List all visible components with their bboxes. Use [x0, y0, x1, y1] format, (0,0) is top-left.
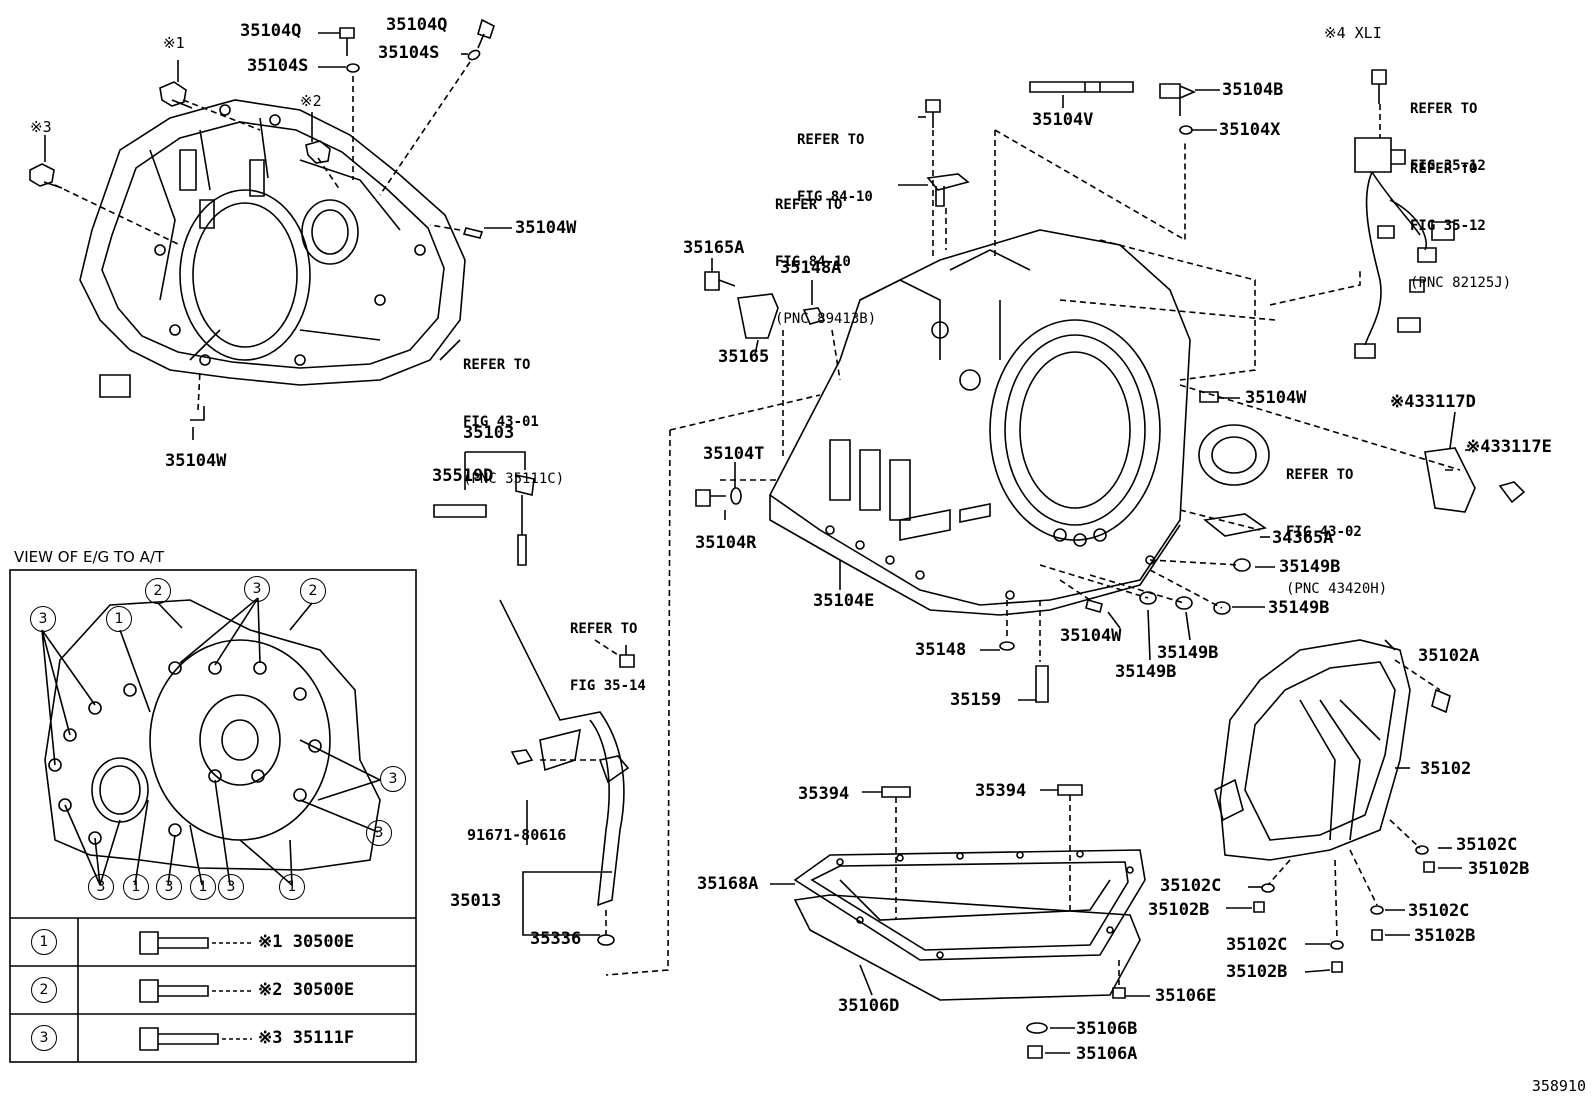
callout-3: 3	[366, 820, 392, 846]
part-label-35102b: 35102B	[1148, 900, 1210, 920]
callout-3: 3	[218, 874, 244, 900]
cover-drawing	[1214, 639, 1451, 973]
note-mark-2: ※2	[300, 92, 322, 110]
part-label-35104t: 35104T	[703, 444, 765, 464]
part-label-35102c: 35102C	[1226, 935, 1288, 955]
part-label-35104w: 35104W	[1060, 626, 1122, 646]
callout-3: 3	[380, 766, 406, 792]
reference-note-fig-84-10-pnc: REFER TO FIG 84-10 (PNC 89413B)	[775, 197, 877, 327]
part-label-35519d: 35519D	[432, 466, 494, 486]
part-label-35148: 35148	[915, 640, 967, 660]
harness-drawing	[1354, 69, 1526, 513]
oil-pan-drawing	[793, 784, 1146, 1059]
part-label-35106b: 35106B	[1076, 1019, 1138, 1039]
bolt-table-part: ※1 30500E	[258, 932, 355, 952]
part-label-35104s: 35104S	[378, 43, 440, 63]
transaxle-housing-drawing	[29, 18, 495, 421]
bolt-table-part: ※3 35111F	[258, 1028, 355, 1048]
part-label-35106e: 35106E	[1155, 986, 1217, 1006]
part-label-35013: 35013	[450, 891, 502, 911]
figure-id: 358910	[1531, 1077, 1586, 1095]
callout-3: 3	[88, 874, 114, 900]
part-label-35165a: 35165A	[683, 238, 745, 258]
part-label-35149b: 35149B	[1157, 643, 1219, 663]
note-mark-3: ※3	[30, 118, 52, 136]
part-label-35165: 35165	[718, 347, 770, 367]
part-label-35168a: 35168A	[697, 874, 759, 894]
part-label-34365a: 34365A	[1272, 528, 1334, 548]
part-label-35102c: 35102C	[1408, 901, 1470, 921]
part-label-35104r: 35104R	[695, 533, 757, 553]
bolt-table-row-number: 3	[31, 1025, 57, 1051]
part-label-35104x: 35104X	[1219, 120, 1281, 140]
table-bolt-drawings	[139, 931, 252, 1051]
part-label-35102b: 35102B	[1226, 962, 1288, 982]
part-label-35106a: 35106A	[1076, 1044, 1138, 1064]
callout-2: 2	[300, 578, 326, 604]
part-label-35102b: 35102B	[1468, 859, 1530, 879]
part-label-35394: 35394	[798, 784, 850, 804]
callout-3: 3	[244, 576, 270, 602]
part-label-91671-80616: 91671-80616	[467, 826, 567, 844]
leader-lines	[44, 32, 1470, 1054]
bolt-table-part: ※2 30500E	[258, 980, 355, 1000]
reference-note-fig-35-12: REFER TO FIG 35-12	[1410, 101, 1486, 174]
part-label-35104e: 35104E	[813, 591, 875, 611]
part-label-35149b: 35149B	[1279, 557, 1341, 577]
view-housing-drawing	[41, 597, 381, 886]
part-label-35104w: 35104W	[1245, 388, 1307, 408]
reference-note-fig-43-02: REFER TO FIG 43-02 (PNC 43420H)	[1286, 467, 1388, 597]
part-label-35148a: 35148A	[780, 258, 842, 278]
transmission-case-drawing	[695, 81, 1461, 703]
callout-2: 2	[145, 578, 171, 604]
note-xli: ※4 XLI	[1324, 24, 1382, 42]
bolt-table-row-number: 1	[31, 929, 57, 955]
part-label-35336: 35336	[530, 929, 582, 949]
view-title: VIEW OF E/G TO A/T	[14, 548, 165, 566]
reference-note-fig-84-10: REFER TO FIG 84-10	[797, 132, 873, 205]
part-label-35104v: 35104V	[1032, 110, 1094, 130]
part-label-35104q: 35104Q	[240, 21, 302, 41]
part-label-35102b: 35102B	[1414, 926, 1476, 946]
reference-note-fig-43-01: REFER TO FIG 43-01 (PNC 35111C)	[463, 357, 565, 487]
part-label-35104w: 35104W	[515, 218, 577, 238]
part-label-433117d: ※433117D	[1390, 392, 1476, 412]
callout-1: 1	[123, 874, 149, 900]
part-label-35149b: 35149B	[1115, 662, 1177, 682]
part-label-35149b: 35149B	[1268, 598, 1330, 618]
part-label-35159: 35159	[950, 690, 1002, 710]
part-label-35104w: 35104W	[165, 451, 227, 471]
reference-note-fig-35-12-pnc: REFER TO FIG 35-12 (PNC 82125J)	[1410, 161, 1512, 291]
part-label-35102c: 35102C	[1456, 835, 1518, 855]
callout-3: 3	[156, 874, 182, 900]
view-box-frame	[9, 569, 417, 1063]
part-label-35104s: 35104S	[247, 56, 309, 76]
part-label-35102a: 35102A	[1418, 646, 1480, 666]
reference-note-fig-35-14: REFER TO FIG 35-14	[570, 621, 646, 694]
part-label-35104b: 35104B	[1222, 80, 1284, 100]
note-mark-1: ※1	[163, 34, 185, 52]
part-label-35102c: 35102C	[1160, 876, 1222, 896]
part-label-35106d: 35106D	[838, 996, 900, 1016]
part-label-35394: 35394	[975, 781, 1027, 801]
callout-1: 1	[279, 874, 305, 900]
dipstick-drawing	[433, 394, 821, 976]
part-label-35104q: 35104Q	[386, 15, 448, 35]
callout-1: 1	[190, 874, 216, 900]
bolt-table-row-number: 2	[31, 977, 57, 1003]
part-label-35102: 35102	[1420, 759, 1472, 779]
part-label-433117e: ※433117E	[1466, 437, 1552, 457]
callout-3: 3	[30, 606, 56, 632]
part-label-35103: 35103	[463, 423, 515, 443]
callout-1: 1	[106, 606, 132, 632]
